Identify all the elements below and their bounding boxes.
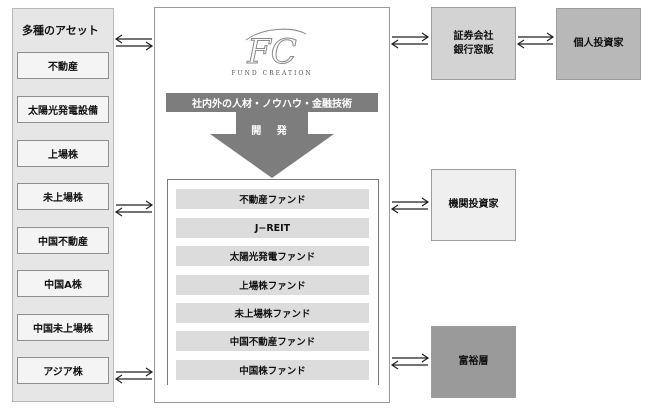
fund-listed-stocks: 上場株ファンド	[176, 275, 369, 295]
fund-solar: 太陽光発電ファンド	[176, 246, 369, 266]
investor-flow-arrows	[390, 32, 555, 370]
asset-china-real-estate: 中国不動産	[17, 227, 109, 254]
wealthy-box: 富裕層	[431, 326, 516, 398]
asset-real-estate: 不動産	[17, 52, 109, 79]
asset-solar: 太陽光発電設備	[17, 96, 109, 123]
asset-listed-stocks: 上場株	[17, 140, 109, 167]
fund-bracket	[167, 179, 379, 385]
asset-china-a-shares: 中国A株	[17, 270, 109, 297]
develop-arrow	[210, 112, 334, 178]
resources-banner: 社内外の人材・ノウハウ・金融技術	[166, 93, 378, 112]
asset-flow-arrows	[114, 34, 154, 384]
bank-counter-label: 銀行窓販	[453, 44, 494, 56]
asset-china-unlisted: 中国未上場株	[17, 314, 109, 341]
securities-bank-box: 証券会社 銀行窓販	[431, 7, 516, 80]
individual-investor-box: 個人投資家	[556, 8, 641, 80]
asset-unlisted-stocks: 未上場株	[17, 183, 109, 210]
logo-mark: FC	[246, 32, 297, 72]
fund-creation-logo: FC	[246, 28, 307, 73]
fund-unlisted-stocks: 未上場株ファンド	[176, 303, 369, 323]
fund-china-real-estate: 中国不動産ファンド	[176, 331, 369, 351]
asset-panel-title: 多種のアセット	[22, 24, 99, 37]
asset-asia-stocks: アジア株	[17, 357, 109, 384]
develop-label: 開 発	[251, 126, 293, 137]
securities-label: 証券会社	[453, 31, 494, 42]
institutional-investor-box: 機関投資家	[431, 169, 516, 241]
logo-text: FUND CREATION	[231, 70, 313, 77]
fund-jreit: J−REIT	[176, 218, 369, 238]
fund-real-estate: 不動産ファンド	[176, 189, 369, 209]
fund-china-stocks: 中国株ファンド	[176, 360, 369, 380]
